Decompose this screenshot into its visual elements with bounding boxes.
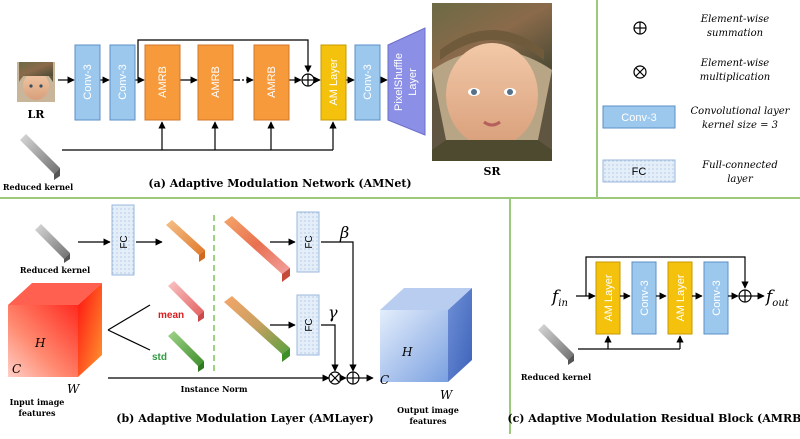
kernel-icon-b (35, 224, 70, 263)
pixelshuffle-label-line1: PixelShuffle (393, 53, 405, 111)
output-dim-h: H (401, 345, 413, 359)
output-dim-c: C (380, 373, 389, 387)
legend-sum-text-2: summation (707, 28, 763, 39)
output-caption-1: Output image (397, 405, 459, 415)
conv2-block (109, 44, 136, 121)
skip-connection-a (137, 39, 312, 80)
panel-a: LR Reduced kernel Conv-3 Conv-3 (3, 3, 552, 192)
amrb-block-label-1: AM Layer (603, 274, 615, 321)
amrb-block-3 (253, 44, 290, 121)
input-dim-w: W (67, 382, 81, 396)
fc-block-3 (296, 294, 320, 356)
instance-norm-label: Instance Norm (181, 384, 248, 394)
legend-fc-label: FC (632, 166, 647, 178)
legend-conv-text-1: Convolutional layer (691, 106, 791, 117)
embedding-bar (166, 220, 205, 262)
amrb-block-label-4: Conv-3 (711, 280, 723, 315)
amrb-am-layer-1 (595, 261, 621, 335)
beta-symbol: β (339, 223, 349, 242)
conv1-block (74, 44, 101, 121)
fc-block-2 (296, 211, 320, 273)
mean-bar (168, 281, 204, 322)
branch-to-mean (107, 304, 151, 331)
output-caption-2: features (409, 416, 447, 426)
legend-conv-box (602, 105, 676, 129)
amrb-block-label-3: AM Layer (675, 274, 687, 321)
input-caption-1: Input image (10, 397, 65, 407)
legend-sum-text-1: Element-wise (700, 14, 770, 25)
modulation-bar-gamma (224, 296, 290, 362)
fc-label-2: FC (304, 235, 315, 248)
am-layer-label: AM Layer (328, 58, 340, 105)
legend-sum-icon (633, 21, 647, 35)
amrb-block-label-2: Conv-3 (639, 280, 651, 315)
input-feature-cube (8, 283, 102, 377)
amrb-conv-2 (703, 261, 729, 335)
input-caption-2: features (18, 408, 56, 418)
kernel-icon-c (538, 324, 574, 365)
lr-image (17, 62, 55, 102)
legend-product-text-1: Element-wise (700, 58, 770, 69)
gamma-symbol: γ (328, 303, 338, 322)
panel-c: fin AM Layer Conv-3 AM Layer Conv-3 fout… (507, 256, 800, 425)
caption-a: (a) Adaptive Modulation Network (AMNet) (148, 177, 411, 190)
conv1-label: Conv-3 (82, 64, 94, 99)
mean-label: mean (158, 310, 184, 321)
legend-fc-text-1: Full-connected (701, 160, 778, 171)
std-label: std (152, 352, 167, 363)
amrb-conv-1 (631, 261, 657, 335)
amrb-label-1: AMRB (157, 66, 169, 98)
kernel-icon (20, 134, 60, 180)
reduced-kernel-label-a: Reduced kernel (3, 182, 73, 192)
reduced-kernel-label-b: Reduced kernel (20, 265, 90, 275)
caption-b: (b) Adaptive Modulation Layer (AMLayer) (116, 412, 373, 425)
sum-icon-b (346, 371, 360, 385)
f-out-label: fout (764, 287, 790, 309)
beta-line (321, 241, 357, 372)
lr-label: LR (28, 108, 46, 121)
conv3-label: Conv-3 (362, 64, 374, 99)
gamma-line (321, 324, 339, 372)
sr-image (432, 3, 552, 161)
fc-block-1 (111, 204, 135, 276)
conv2-label: Conv-3 (117, 64, 129, 99)
sum-icon-c (738, 289, 752, 303)
sum-icon (301, 73, 315, 87)
skip-connection-c (585, 256, 749, 296)
legend-product-icon (633, 65, 647, 79)
amrb-label-3: AMRB (266, 66, 278, 98)
legend: Element-wise summation Element-wise mult… (602, 14, 791, 185)
product-icon (328, 371, 342, 385)
am-layer-block (320, 44, 347, 121)
sr-label: SR (483, 165, 501, 178)
panel-b: Reduced kernel FC FC FC β γ (8, 204, 472, 426)
output-dim-w: W (440, 388, 454, 402)
legend-fc-text-2: layer (727, 174, 754, 185)
std-bar (168, 331, 204, 372)
fc-label-3: FC (304, 318, 315, 331)
reduced-kernel-label-c: Reduced kernel (521, 372, 591, 382)
pixelshuffle-label-line2: Layer (407, 68, 419, 96)
conv3-block (354, 44, 381, 121)
amrb-block-2 (197, 44, 234, 121)
branch-to-std (107, 329, 151, 351)
fc-label-1: FC (119, 235, 130, 248)
f-in-label: fin (550, 287, 568, 309)
amrb-am-layer-2 (667, 261, 693, 335)
legend-product-text-2: multiplication (700, 72, 770, 83)
pixelshuffle-block (387, 27, 426, 136)
input-dim-h: H (34, 336, 46, 350)
legend-conv-label: Conv-3 (621, 112, 656, 124)
amrb-label-2: AMRB (210, 66, 222, 98)
legend-conv-text-2: kernel size = 3 (702, 120, 778, 131)
modulation-bar-beta (224, 216, 290, 282)
caption-c: (c) Adaptive Modulation Residual Block (… (507, 412, 800, 425)
amrb-block-1 (144, 44, 181, 121)
legend-fc-box (602, 159, 676, 183)
output-feature-cube (380, 288, 472, 382)
input-dim-c: C (12, 362, 21, 376)
